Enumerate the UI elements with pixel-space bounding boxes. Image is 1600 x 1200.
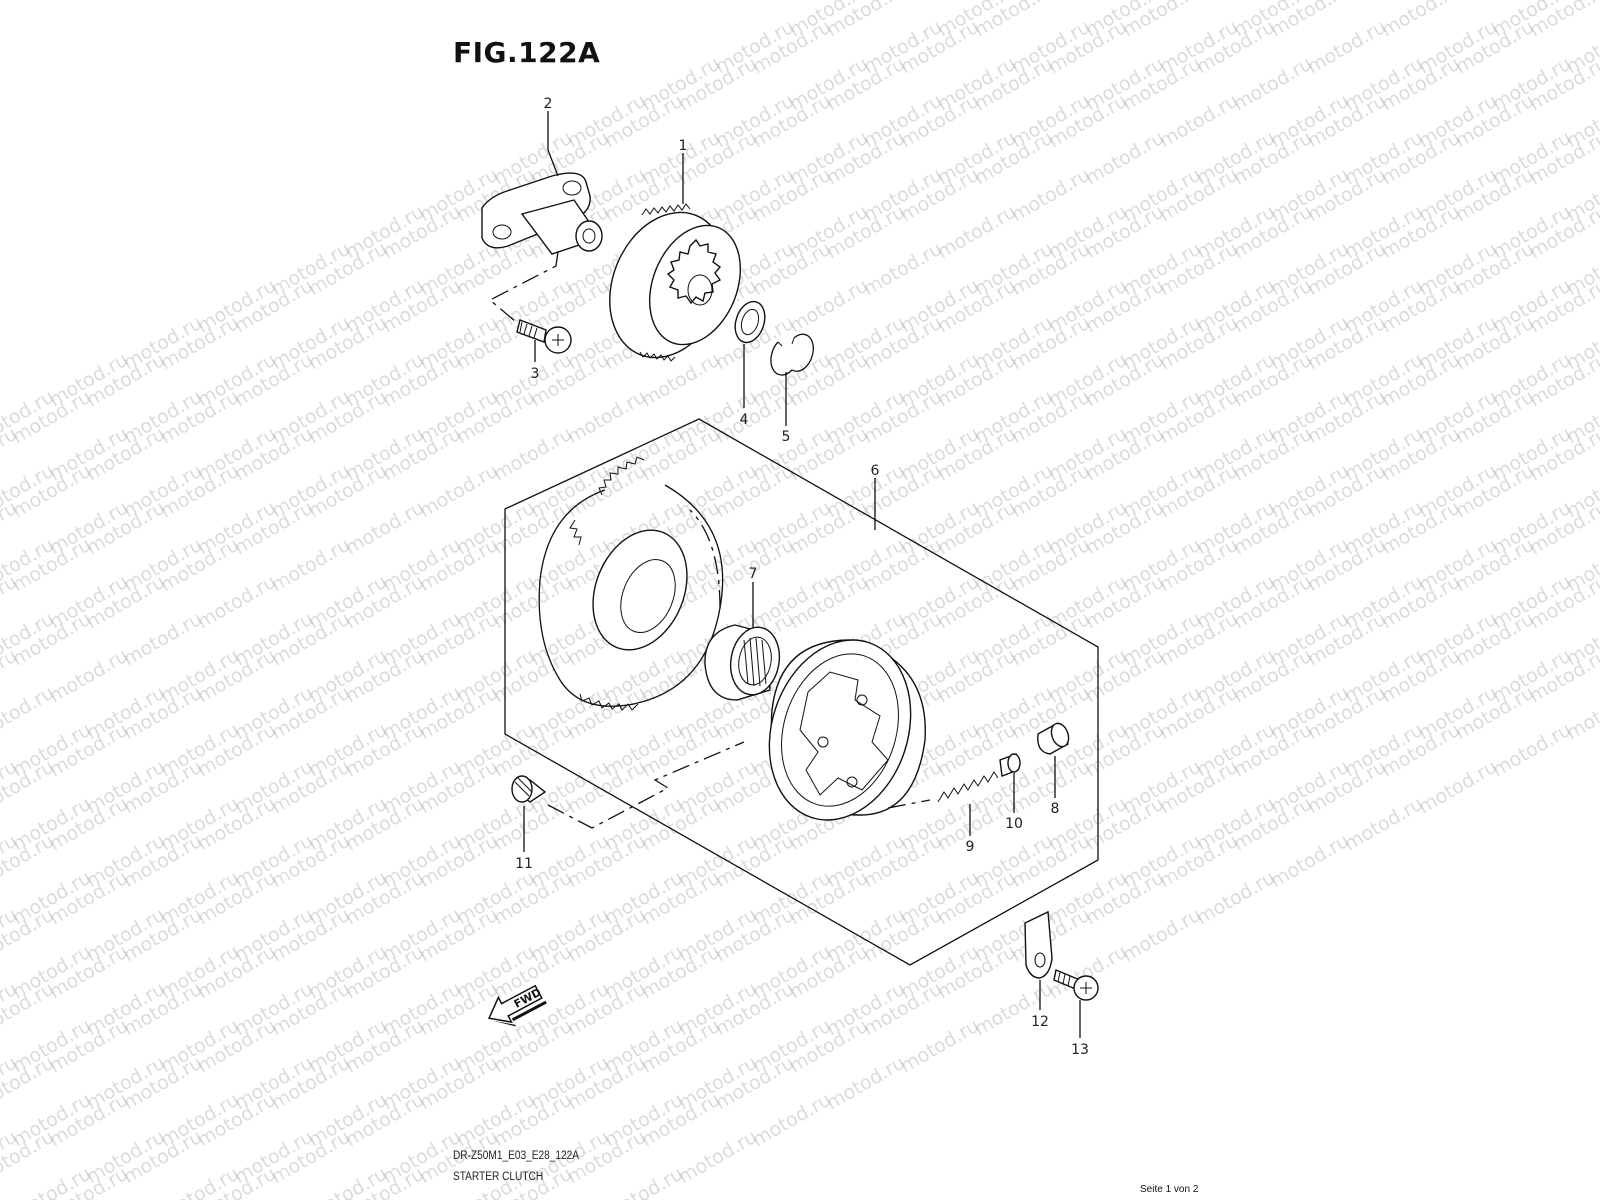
part-6-ring-gear <box>538 456 724 711</box>
page-indicator: Seite 1 von 2 <box>1140 1184 1199 1195</box>
callout-12: 12 <box>1031 1014 1049 1030</box>
assembly-path-11 <box>547 741 745 829</box>
callout-13: 13 <box>1071 1042 1089 1058</box>
model-code: DR-Z50M1_E03_E28_122A <box>453 1150 580 1162</box>
figure-title: FIG.122A <box>453 36 601 69</box>
callout-8: 8 <box>1051 801 1060 817</box>
callout-9: 9 <box>966 839 975 855</box>
part-12-plate <box>1024 910 1053 979</box>
callout-10: 10 <box>1005 816 1023 832</box>
part-9-spring <box>887 771 999 809</box>
callout-7: 7 <box>749 566 758 582</box>
part-1-gear <box>609 203 742 362</box>
callout-labels: 1 2 3 4 5 6 7 8 9 10 11 12 13 <box>515 96 1089 1058</box>
part-4-washer <box>734 300 766 344</box>
part-10-pin <box>999 753 1021 777</box>
assembly-path-2-3 <box>488 251 559 323</box>
assembly-name: STARTER CLUTCH <box>453 1171 544 1183</box>
callout-5: 5 <box>782 429 791 445</box>
part-6-clutch-body <box>768 639 926 821</box>
callout-6: 6 <box>871 463 880 479</box>
callout-2: 2 <box>544 96 553 112</box>
part-2-shaft-bracket <box>481 172 603 255</box>
assembly-box-6 <box>504 418 1099 966</box>
part-8-roller <box>1037 722 1070 755</box>
callout-3: 3 <box>531 366 540 382</box>
part-13-screw <box>1053 969 1099 1001</box>
part-3-screw <box>516 319 572 354</box>
callout-1: 1 <box>679 138 688 154</box>
part-11-bolt <box>511 775 547 803</box>
leader-line-2 <box>547 111 559 177</box>
callout-4: 4 <box>740 412 749 428</box>
forward-direction-arrow: FWD <box>487 984 547 1027</box>
callout-11: 11 <box>515 856 533 872</box>
part-5-circlip <box>770 333 814 376</box>
part-7-needle-bearing <box>704 624 781 701</box>
